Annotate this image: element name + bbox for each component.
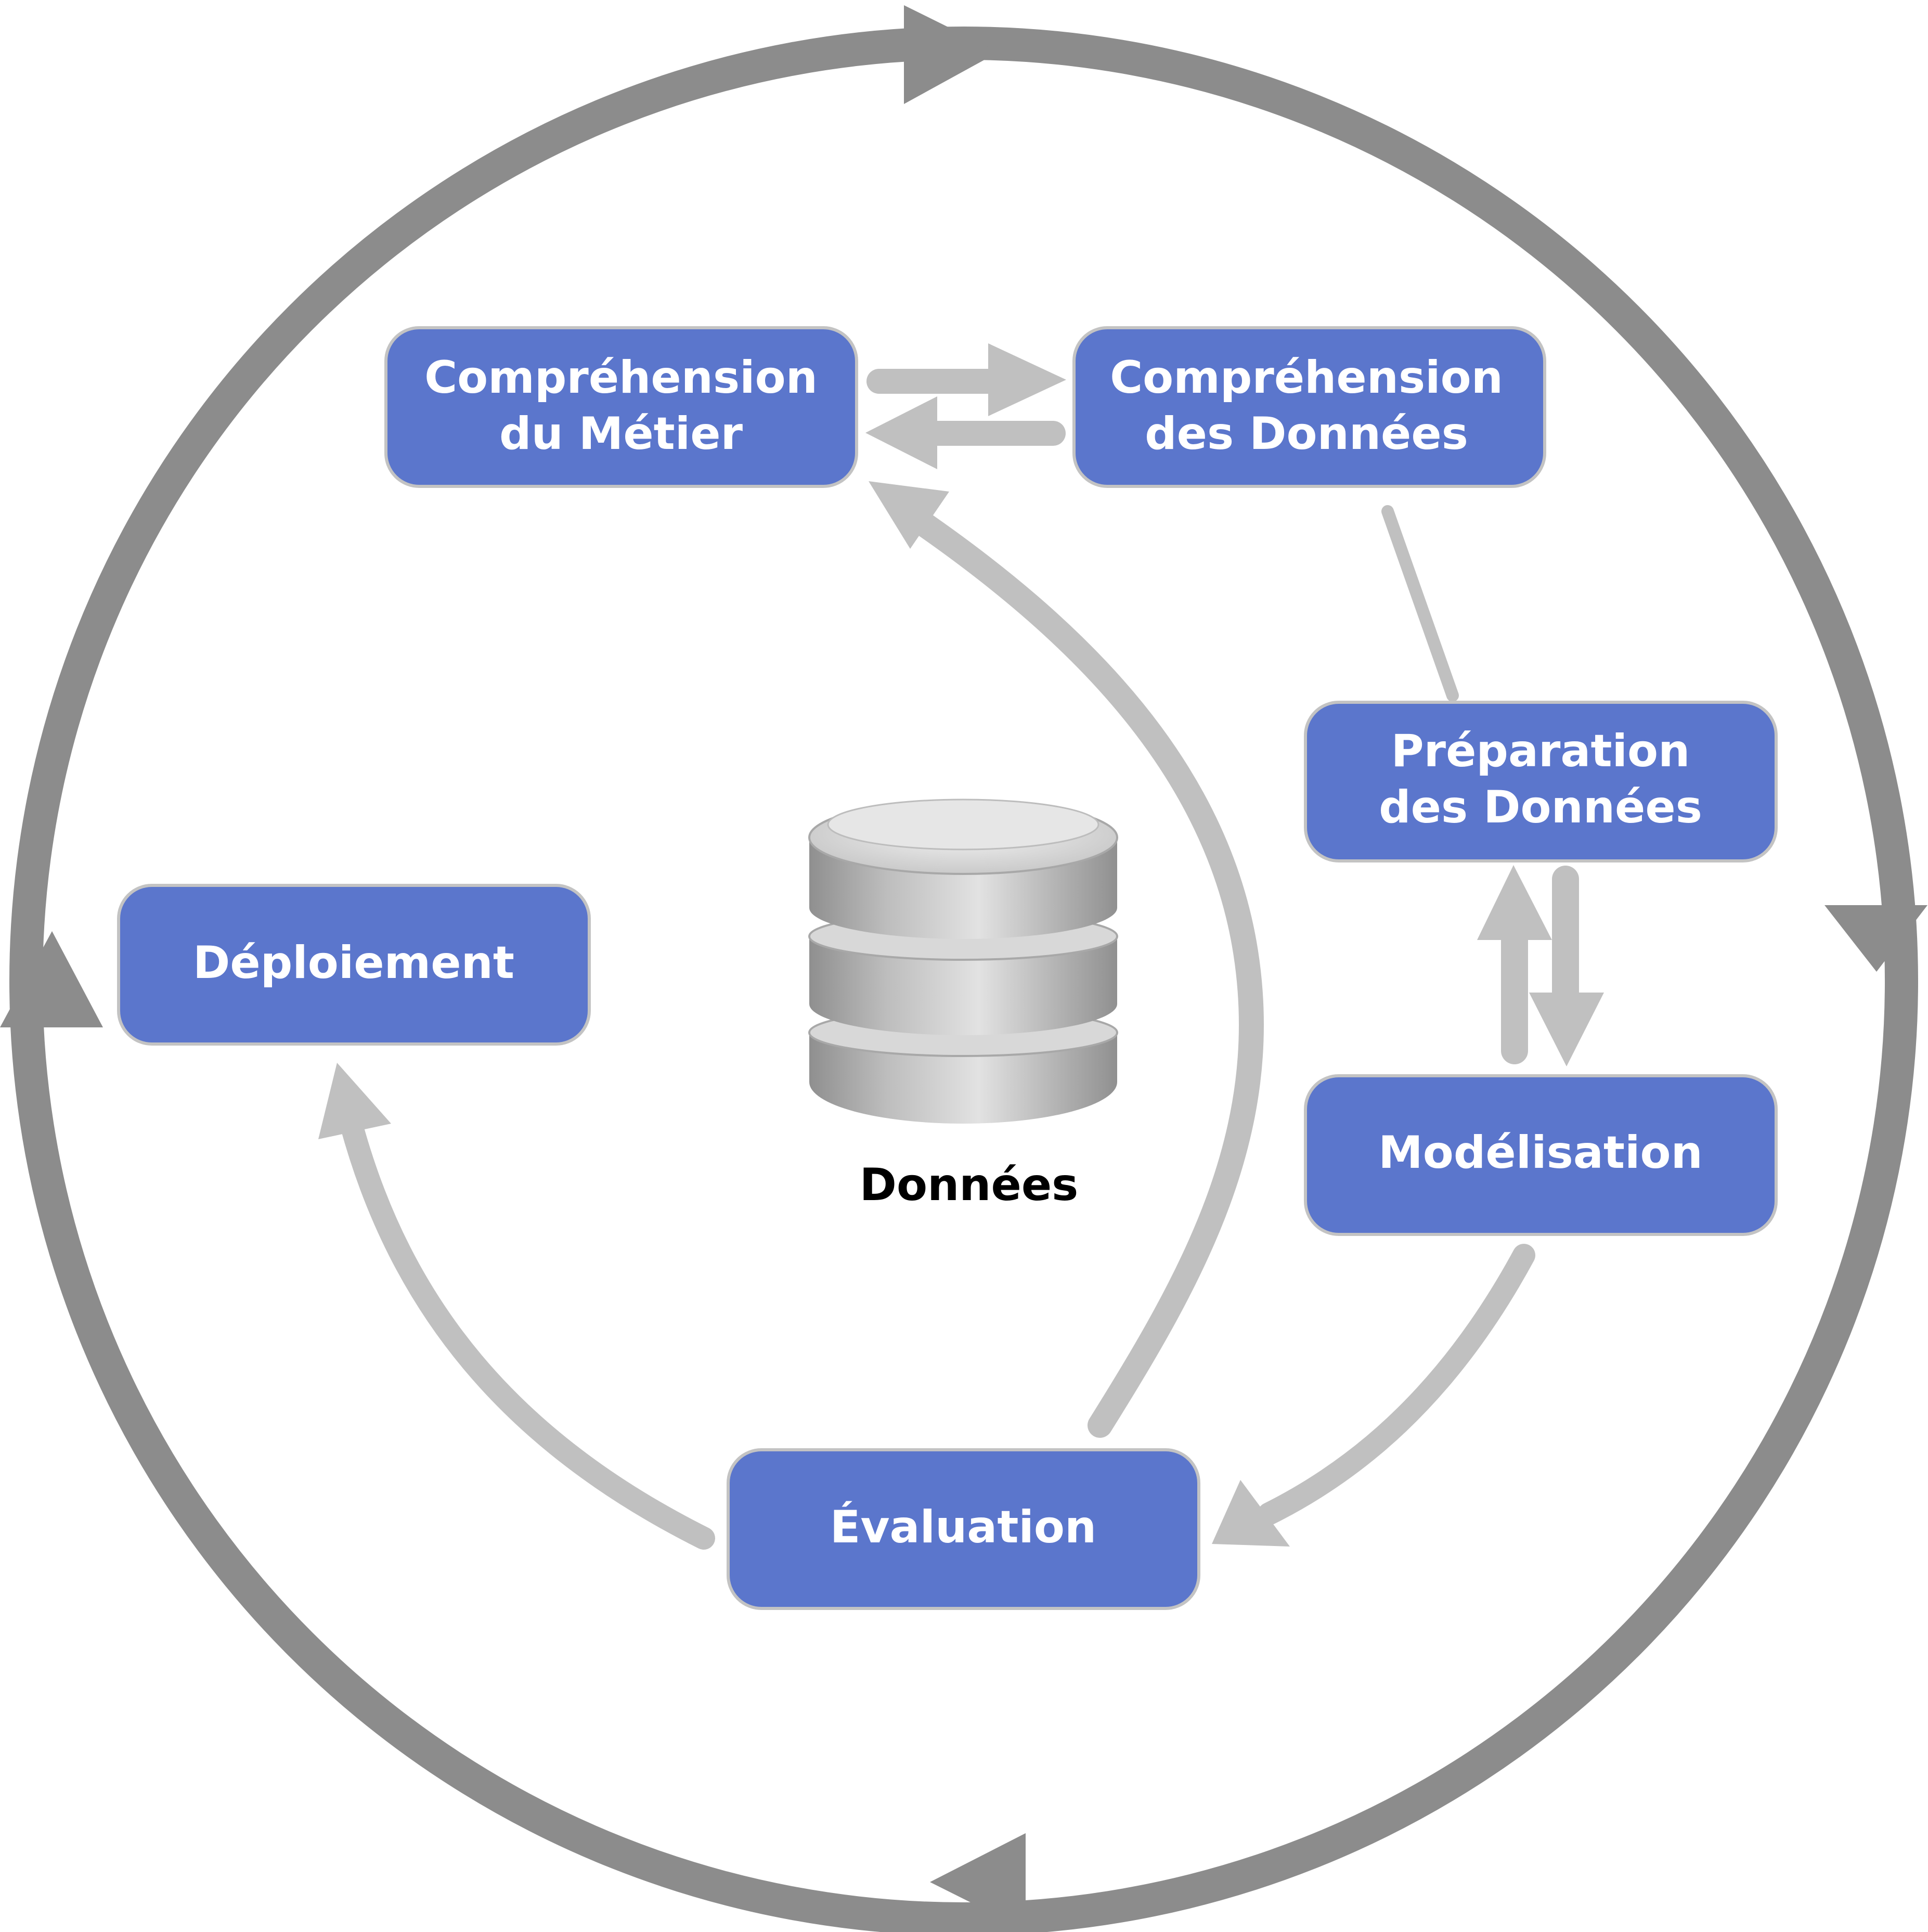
outer-cycle [0, 5, 1927, 1932]
phase-label: Évaluation [830, 1501, 1096, 1553]
phase-deployment[interactable]: Déploiement [117, 884, 591, 1046]
phase-data-understanding[interactable]: Compréhension des Données [1072, 326, 1546, 488]
phase-label-line2: du Métier [499, 408, 743, 460]
database-disc-top-inner [827, 798, 1099, 851]
outer-cycle-arrow-top [904, 5, 999, 104]
database-disc-middle [809, 936, 1117, 1035]
phase-label-line1: Préparation [1391, 725, 1690, 777]
connector-data-to-preparation [1381, 505, 1459, 702]
outer-cycle-arrow-bottom [930, 1833, 1026, 1930]
arrow-modeling-to-preparation-head [1477, 865, 1552, 940]
phase-box [117, 884, 591, 1046]
outer-cycle-arrow-right [1825, 905, 1927, 972]
phase-data-preparation[interactable]: Préparation des Données [1304, 701, 1778, 862]
phase-label-line1: Compréhension [424, 352, 818, 404]
arrow-evaluation-to-business-head [869, 481, 949, 549]
phase-box [1304, 701, 1778, 862]
phase-business-understanding[interactable]: Compréhension du Métier [384, 326, 858, 488]
phase-box [727, 1448, 1200, 1610]
phase-box [384, 326, 858, 488]
arrow-evaluation-to-deployment-shaft [340, 1112, 715, 1550]
database-disc-bottom [809, 1033, 1117, 1124]
inner-arrows [318, 343, 1604, 1550]
arrow-evaluation-to-business-shaft [913, 513, 1264, 1438]
arrow-modeling-to-evaluation-shaft [1258, 1244, 1535, 1525]
arrow-preparation-to-modeling-head [1529, 993, 1604, 1066]
phase-modeling[interactable]: Modélisation [1304, 1074, 1778, 1236]
arrow-data-to-business-head [865, 396, 937, 469]
arrow-modeling-to-evaluation-head [1212, 1480, 1290, 1547]
outer-cycle-arrow-left [0, 931, 103, 1027]
phase-label-line1: Compréhension [1110, 352, 1503, 404]
phase-label-line2: des Données [1379, 781, 1702, 833]
phase-label: Déploiement [193, 937, 514, 989]
phase-label-line2: des Données [1145, 408, 1468, 460]
phase-box [1304, 1074, 1778, 1236]
database-label: Données [860, 1159, 1079, 1211]
database-icon [808, 798, 1118, 1124]
arrow-evaluation-to-deployment-head [318, 1063, 391, 1139]
phase-evaluation[interactable]: Évaluation [727, 1448, 1200, 1610]
phase-box [1072, 326, 1546, 488]
phase-label: Modélisation [1378, 1127, 1703, 1179]
arrow-business-to-data-head [988, 343, 1066, 416]
